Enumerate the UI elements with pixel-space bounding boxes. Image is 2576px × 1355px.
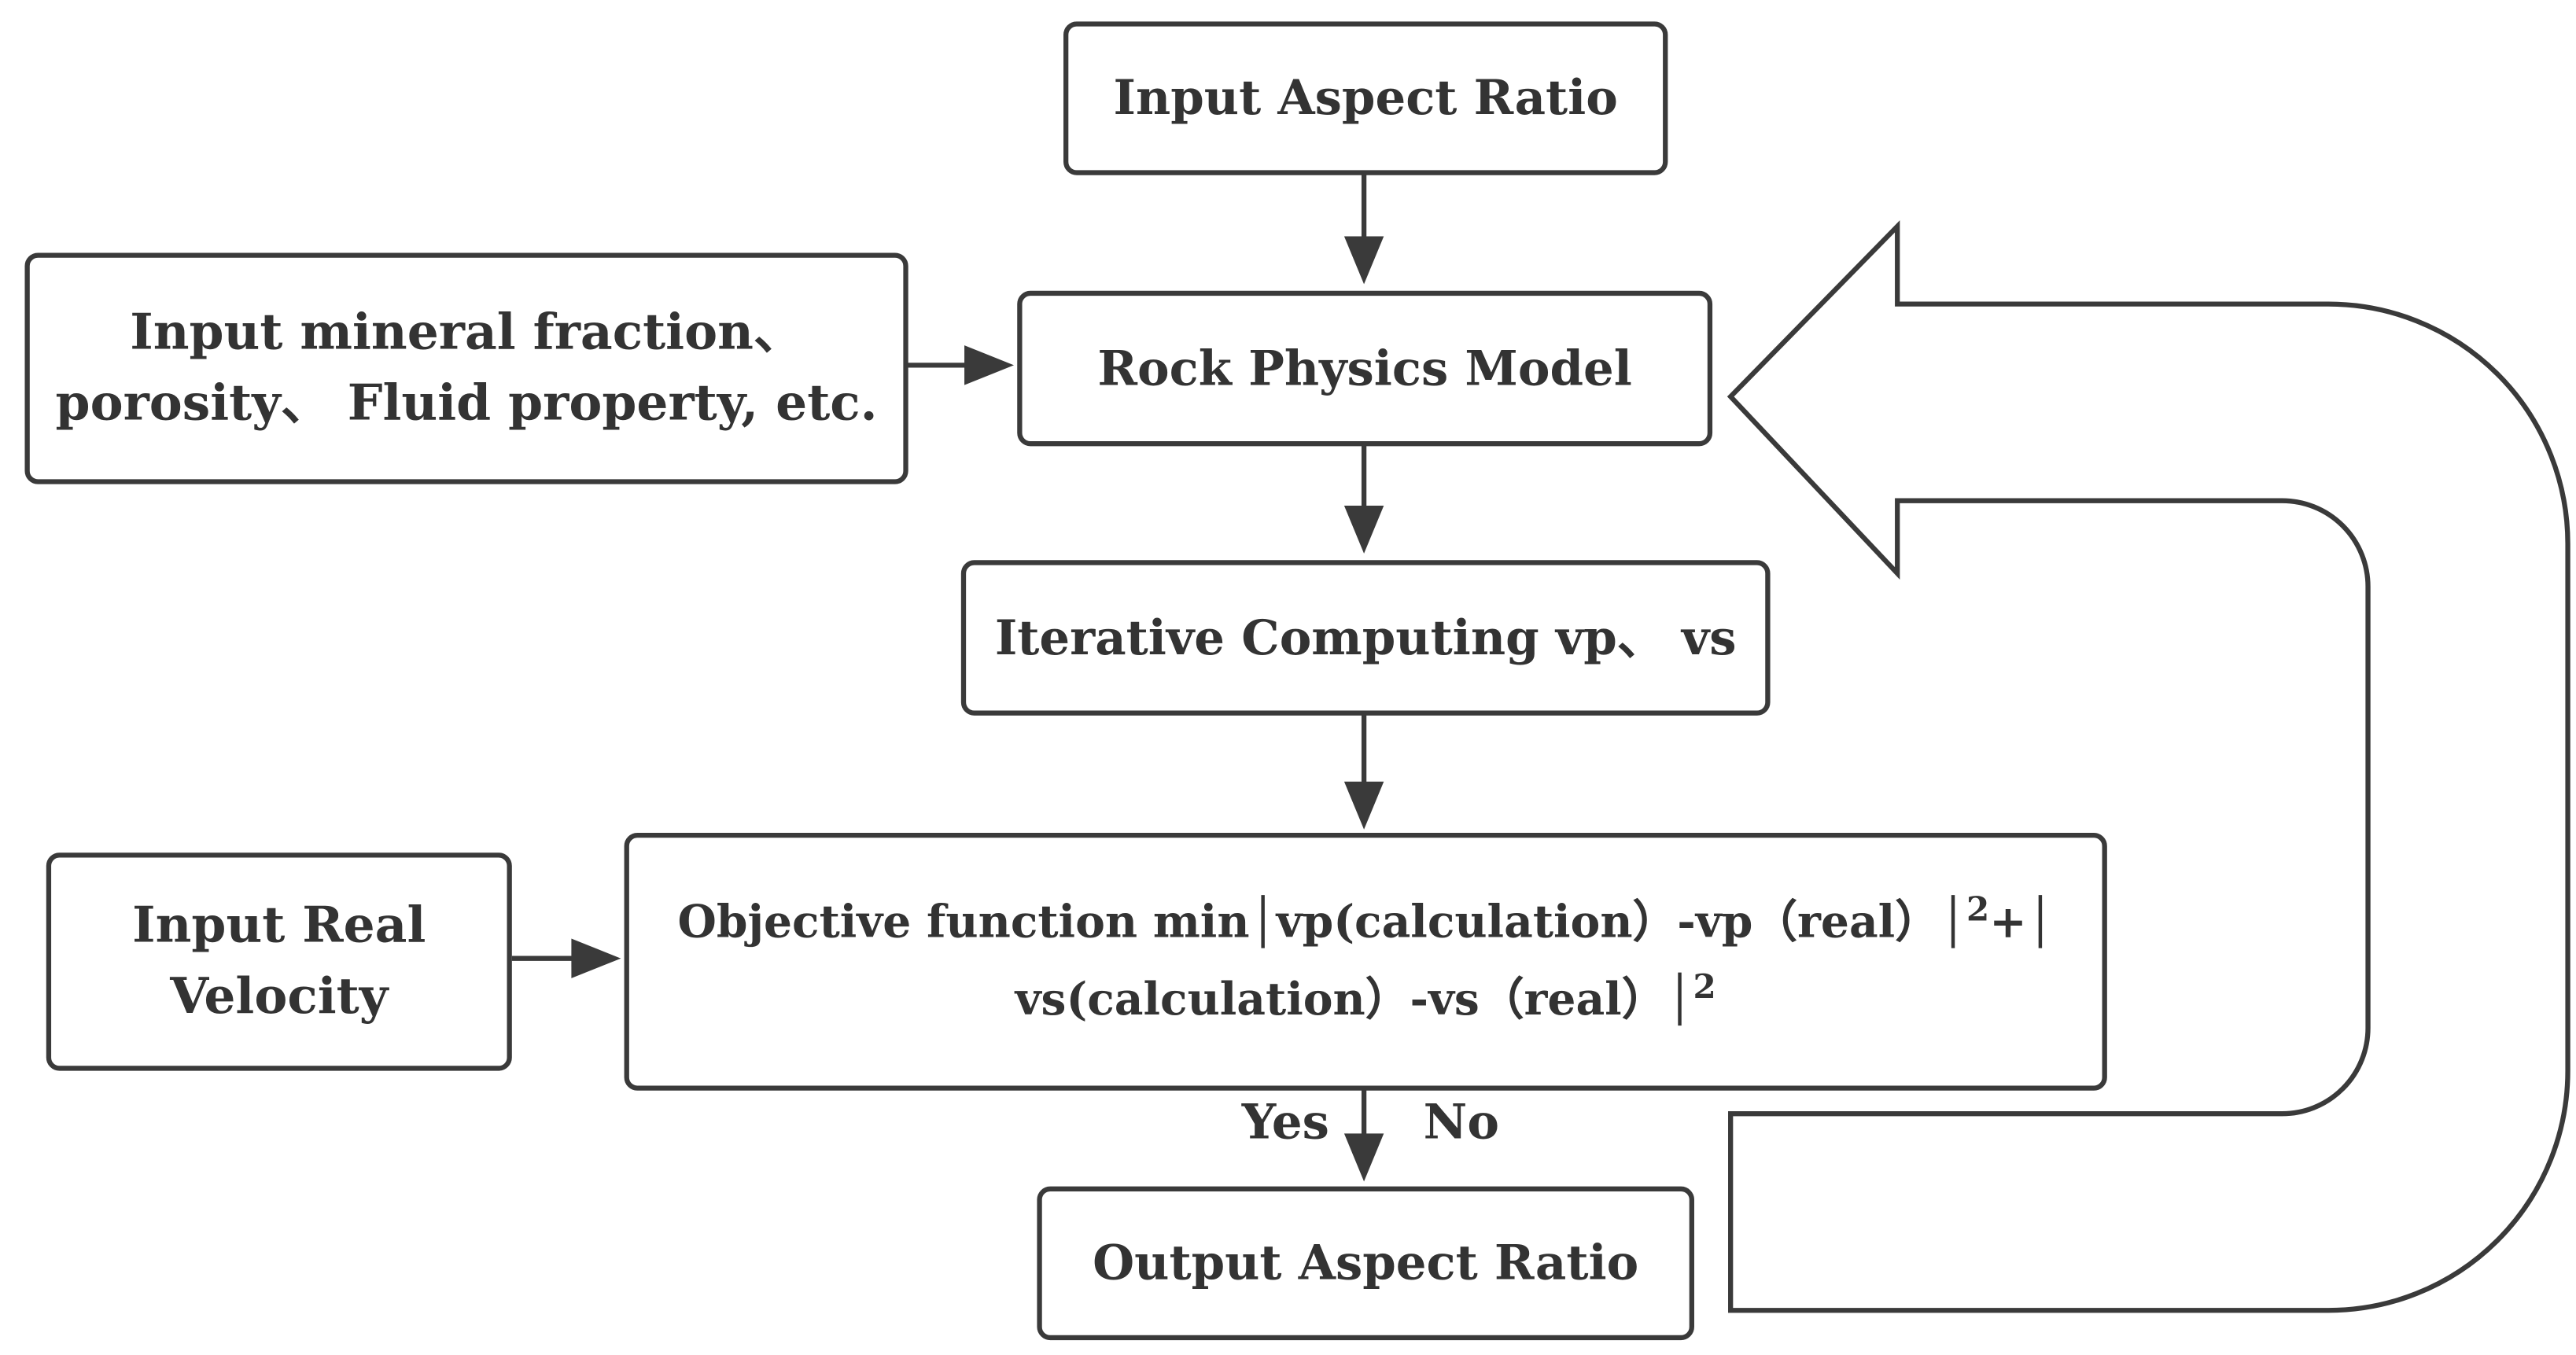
arrow-model-to-iterative	[1343, 444, 1384, 554]
arrow-objective-to-output	[1343, 1088, 1384, 1182]
feedback-loop-arrow	[1727, 220, 2570, 1313]
objective-function-line2: vs(calculation）-vs（real）│2	[1015, 967, 1716, 1026]
iterative-computing-label: Iterative Computing vp、 vs	[994, 609, 1737, 666]
objective-function-box: Objective function min│vp(calculation）-v…	[624, 833, 2107, 1091]
objective-function-line1: Objective function min│vp(calculation）-v…	[677, 888, 2054, 948]
arrow-iterative-to-objective	[1343, 713, 1384, 830]
input-aspect-ratio-label: Input Aspect Ratio	[1113, 70, 1618, 127]
yes-branch-label: Yes	[1241, 1093, 1329, 1151]
input-real-velocity-label-line2: Velocity	[170, 968, 389, 1026]
input-aspect-ratio-box: Input Aspect Ratio	[1063, 21, 1668, 175]
rock-physics-model-label: Rock Physics Model	[1097, 340, 1632, 397]
input-mineral-box: Input mineral fraction、 porosity、 Fluid …	[24, 252, 908, 484]
input-mineral-label-line2: porosity、 Fluid property, etc.	[55, 374, 878, 433]
rock-physics-model-box: Rock Physics Model	[1017, 290, 1713, 447]
output-aspect-ratio-label: Output Aspect Ratio	[1093, 1235, 1639, 1292]
output-aspect-ratio-box: Output Aspect Ratio	[1037, 1186, 1694, 1341]
arrow-mineral-to-model	[906, 345, 1015, 385]
input-mineral-label-line1: Input mineral fraction、	[130, 303, 803, 362]
arrow-velocity-to-objective	[511, 938, 621, 978]
no-branch-label: No	[1423, 1093, 1499, 1151]
arrow-aspect-to-model	[1343, 173, 1384, 285]
iterative-computing-box: Iterative Computing vp、 vs	[960, 560, 1771, 716]
input-real-velocity-label-line1: Input Real	[132, 896, 426, 955]
input-real-velocity-box: Input Real Velocity	[46, 852, 512, 1071]
